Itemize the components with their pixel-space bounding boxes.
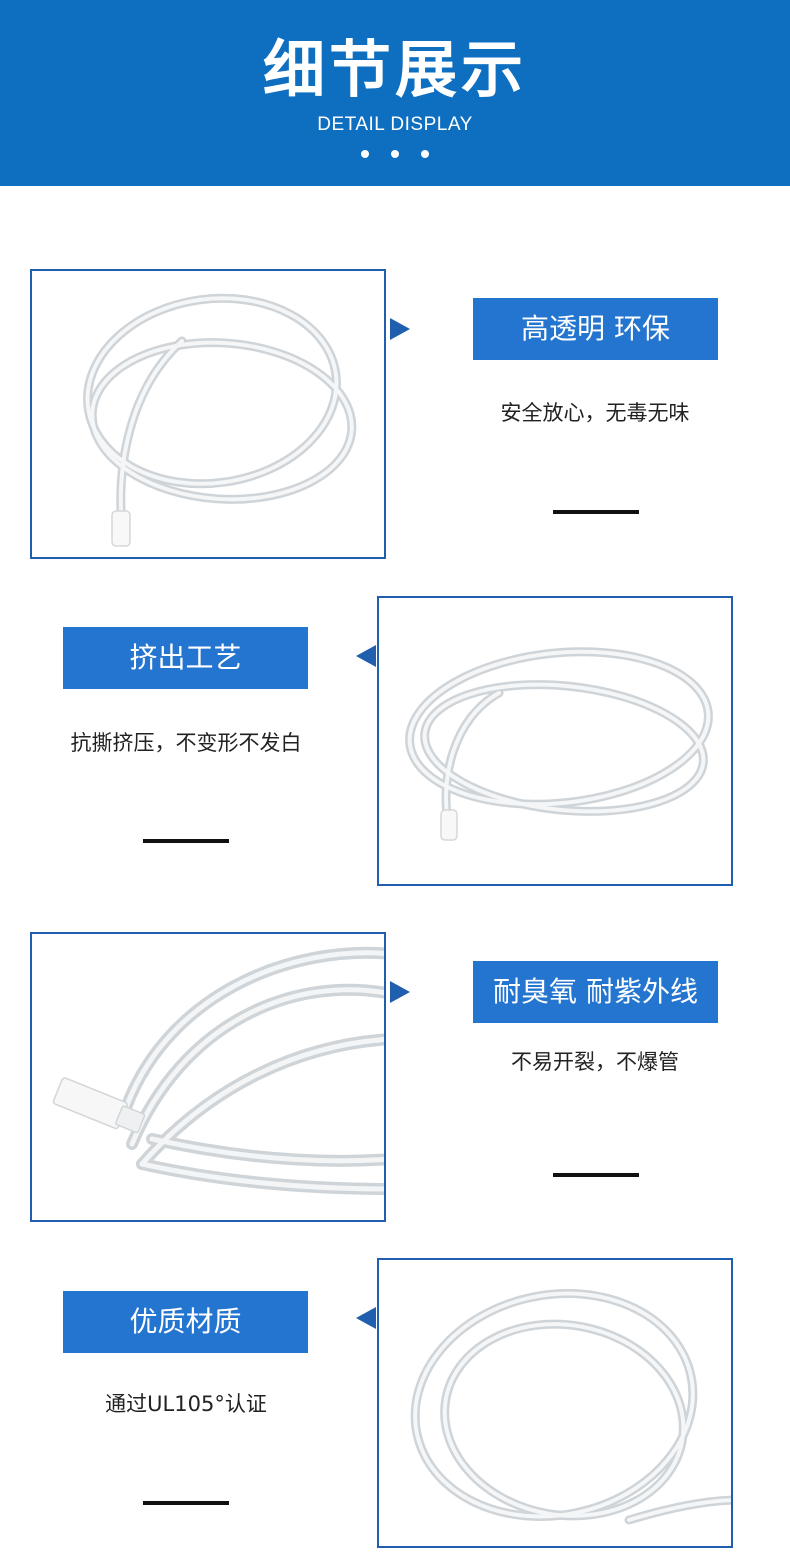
feature-label: 耐臭氧 耐紫外线 — [473, 961, 718, 1023]
divider-line — [553, 1173, 639, 1177]
arrow-right-icon — [390, 981, 410, 1003]
dot-icon — [361, 150, 369, 158]
feature-label: 高透明 环保 — [473, 298, 718, 360]
arrow-right-icon — [390, 318, 410, 340]
tube-closeup-image — [52, 946, 384, 1195]
product-photo-3 — [30, 932, 386, 1222]
header-dots — [0, 146, 790, 162]
tube-coil-image — [83, 293, 357, 547]
header-banner: 细节展示 DETAIL DISPLAY — [0, 0, 790, 186]
feature-label: 挤出工艺 — [63, 627, 308, 689]
page-subtitle: DETAIL DISPLAY — [317, 114, 473, 135]
arrow-left-icon — [356, 645, 376, 667]
product-photo-4 — [377, 1258, 733, 1548]
product-photo-1 — [30, 269, 386, 559]
feature-label: 优质材质 — [63, 1291, 308, 1353]
feature-description: 通过UL105°认证 — [105, 1392, 267, 1416]
divider-line — [143, 839, 229, 843]
divider-line — [553, 510, 639, 514]
arrow-left-icon — [356, 1307, 376, 1329]
tube-coil-image — [405, 647, 713, 841]
page-title: 细节展示 — [262, 33, 527, 106]
dot-icon — [421, 150, 429, 158]
feature-description: 抗撕挤压，不变形不发白 — [70, 731, 302, 755]
feature-description: 安全放心，无毒无味 — [500, 401, 690, 425]
dot-icon — [391, 150, 399, 158]
tube-coil-image — [410, 1289, 731, 1525]
divider-line — [143, 1501, 229, 1505]
feature-description: 不易开裂，不爆管 — [511, 1050, 679, 1074]
product-photo-2 — [377, 596, 733, 886]
